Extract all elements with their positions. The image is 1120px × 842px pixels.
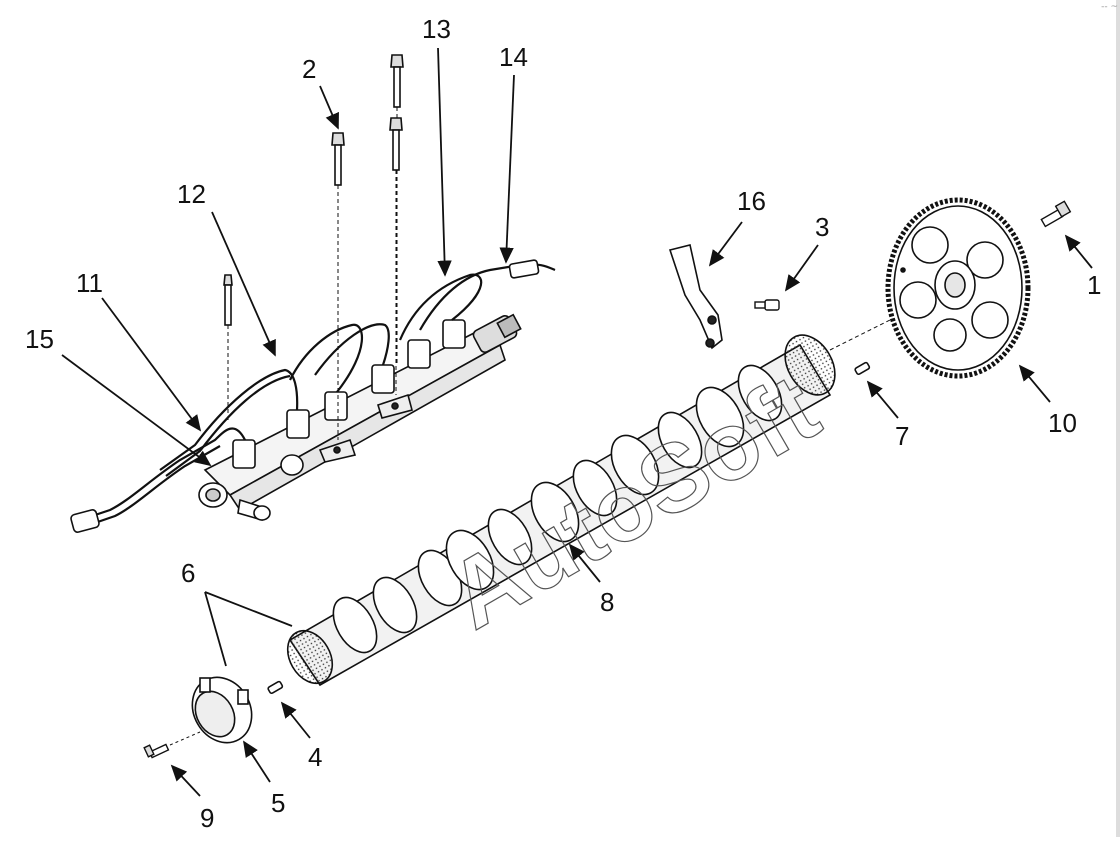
callout-16: 16 [737, 186, 766, 216]
callout-7: 7 [895, 421, 910, 451]
corner-mark: -- ~ [1101, 2, 1118, 12]
callout-2: 2 [302, 54, 317, 84]
tone-wheel-bolt [143, 731, 201, 759]
callout-1: 1 [1087, 270, 1102, 300]
fuel-rail-assembly [70, 54, 556, 533]
callout-9: 9 [200, 803, 215, 833]
callout-4: 4 [308, 742, 323, 772]
gear-bolt [1040, 200, 1072, 228]
tone-wheel [191, 676, 253, 744]
callout-3: 3 [815, 212, 830, 242]
watermark-text: AutoSoft [431, 354, 835, 649]
camshaft [267, 314, 901, 695]
camshaft-gear [885, 197, 1031, 379]
callout-14: 14 [499, 42, 528, 72]
fuel-lines [79, 263, 556, 528]
callout-6: 6 [181, 558, 196, 588]
rail-bolts [223, 54, 404, 440]
sensor-bracket [668, 244, 723, 350]
callout-12: 12 [177, 179, 206, 209]
right-edge-divider [1116, 0, 1120, 837]
callout-13: 13 [422, 14, 451, 44]
leader-lines [61, 47, 1093, 797]
callout-8: 8 [600, 587, 615, 617]
callout-15: 15 [25, 324, 54, 354]
callout-11: 11 [76, 268, 103, 298]
callout-10: 10 [1048, 408, 1077, 438]
callout-5: 5 [271, 788, 286, 818]
sensor-bolt [754, 299, 780, 311]
